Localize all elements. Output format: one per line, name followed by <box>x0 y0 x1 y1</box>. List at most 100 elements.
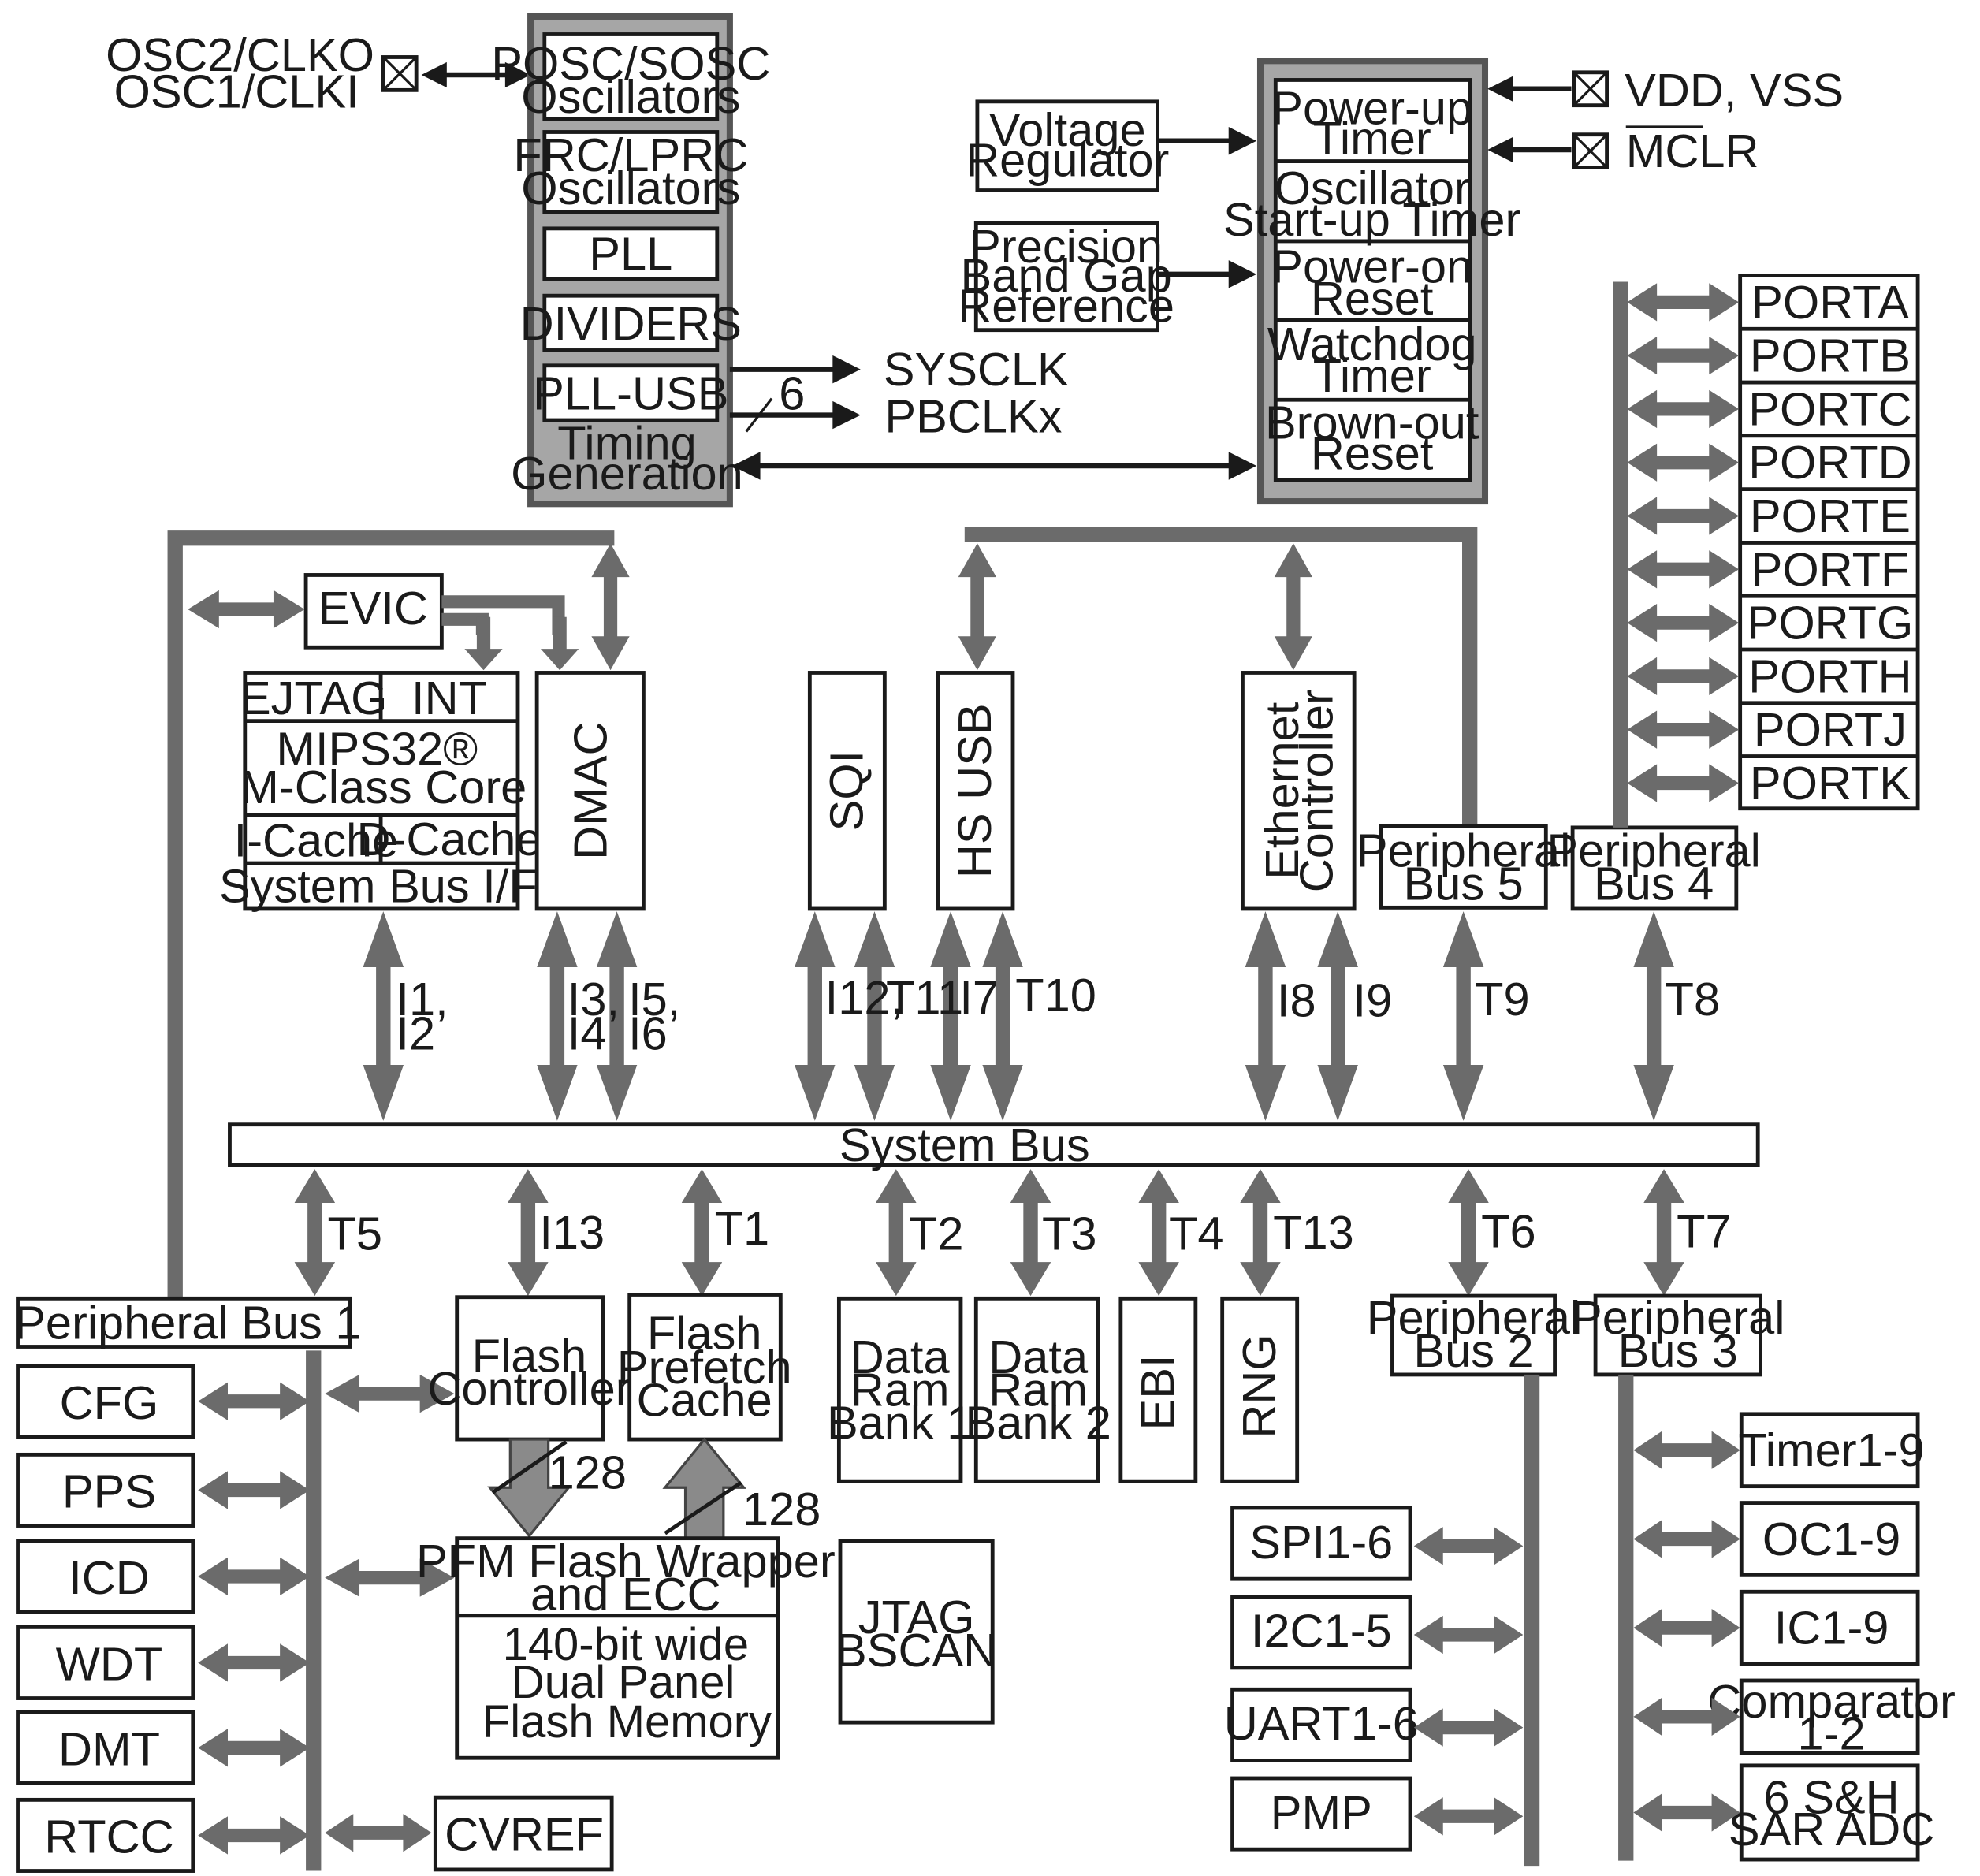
pb1-box-icd <box>16 1539 195 1614</box>
int-label: INT <box>411 672 487 724</box>
bus-arrow <box>1633 1793 1740 1832</box>
pb2-label-0: SPI1-6 <box>1249 1516 1393 1569</box>
t1-label: T1 <box>715 1202 770 1255</box>
ram2-label-2: Ram <box>988 1364 1088 1416</box>
evic-box <box>303 573 444 650</box>
peripheral-bus-3-label-2: Bus 3 <box>1618 1324 1738 1377</box>
pb3-label-0: Timer1-9 <box>1739 1424 1925 1476</box>
prefetch-label-2: Prefetch <box>617 1341 792 1394</box>
peripheral-bus-4-label: Peripheral <box>1546 824 1761 877</box>
i13-label: I13 <box>539 1206 605 1259</box>
pll-label: PLL <box>589 228 672 281</box>
i7-label: I7 <box>959 971 999 1024</box>
pll-usb-box <box>542 363 720 422</box>
pll-usb-label: PLL-USB <box>533 367 728 420</box>
por-label-2: Reset <box>1311 272 1434 325</box>
bus-arrow <box>1627 443 1740 482</box>
bus-arrow <box>1627 389 1740 429</box>
flash-controller-label-2: Controller <box>427 1362 631 1415</box>
bscan-label: BSCAN <box>836 1624 997 1677</box>
width-128-label-b: 128 <box>742 1483 821 1535</box>
dmac-label: DMAC <box>564 722 616 860</box>
voltage-regulator-box <box>975 99 1159 192</box>
t3-label: T3 <box>1042 1208 1097 1260</box>
i4-label: I4 <box>568 1007 607 1059</box>
peripheral-bus-5-box <box>1379 824 1548 910</box>
i6-label: I6 <box>628 1007 668 1059</box>
pb1-label-rtcc: RTCC <box>44 1811 173 1863</box>
i2-label: I2 <box>396 1007 435 1059</box>
width-128-label-a: 128 <box>549 1446 627 1498</box>
port-label-porta: PORTA <box>1751 276 1909 329</box>
pb3-box-4 <box>1739 1763 1920 1862</box>
jtag-bscan-box <box>838 1539 995 1725</box>
pb2-label-1: I2C1-5 <box>1251 1605 1392 1658</box>
pb2-box-2 <box>1230 1687 1412 1762</box>
peripheral-bus-2-label-2: Bus 2 <box>1413 1324 1533 1377</box>
jtag-label: JTAG <box>858 1591 975 1643</box>
pb1-box-wdt <box>16 1625 195 1700</box>
data-ram-bank-1-box <box>836 1296 963 1483</box>
bus-arrow <box>1627 497 1740 535</box>
pb3-box-0 <box>1739 1412 1920 1489</box>
wdt-reset-label-2: Timer <box>1313 349 1431 402</box>
voltage-regulator-label: Voltage <box>989 103 1146 156</box>
ram2-label-3: Bank 2 <box>965 1397 1111 1450</box>
port-label-portg: PORTG <box>1747 597 1914 650</box>
timing-generation-label-2: Generation <box>511 447 743 500</box>
t4-label: T4 <box>1169 1208 1224 1260</box>
hs-usb-label: HS USB <box>948 703 1001 878</box>
t9-label: T9 <box>1475 973 1530 1025</box>
posc-sosc-box <box>542 32 720 121</box>
slave-arrows <box>294 1169 1684 1297</box>
osc-bidir-arrow <box>421 61 531 88</box>
pin-osc1-label: OSC1/CLKI <box>114 65 359 117</box>
i5-label: I5, <box>628 973 680 1025</box>
peripheral-bus-4-box <box>1570 825 1739 911</box>
system-bus-if-label: System Bus I/F <box>219 859 538 912</box>
t7-label: T7 <box>1677 1204 1732 1257</box>
port-label-portj: PORTJ <box>1754 703 1907 756</box>
i8-label: I8 <box>1277 973 1316 1026</box>
pbclkx-label: PBCLKx <box>884 390 1062 443</box>
t11-label: T11 <box>886 971 963 1024</box>
bus-arrow <box>1413 1527 1524 1565</box>
peripheral-bus-3-label: Peripheral <box>1571 1291 1785 1344</box>
rng-box <box>1220 1296 1300 1483</box>
sysclk-label: SYSCLK <box>884 343 1069 396</box>
bus-arrow <box>1627 603 1740 642</box>
cvref-label: CVREF <box>445 1807 604 1860</box>
ethernet-label-2: Controller <box>1290 689 1342 892</box>
flash-memory-label-3: Flash Memory <box>482 1697 772 1748</box>
pb3-box-2 <box>1739 1589 1920 1666</box>
ost-label-2: Start-up Timer <box>1223 193 1520 246</box>
t10-label: T10 <box>1015 969 1096 1022</box>
bus-arrow <box>1627 550 1740 589</box>
pbclk-width-label: 6 <box>779 367 805 420</box>
bus-arrow <box>1627 336 1740 375</box>
pb2-box-0 <box>1230 1506 1412 1581</box>
port-label-portc: PORTC <box>1748 382 1911 435</box>
bus-arrow <box>1413 1708 1524 1747</box>
t8-label: T8 <box>1666 973 1721 1025</box>
power-up-timer-label-2: Timer <box>1313 112 1431 165</box>
sqi-label: SQI <box>821 750 873 832</box>
system-bus-label: System Bus <box>839 1119 1090 1171</box>
t13-label: T13 <box>1273 1206 1354 1259</box>
bus-arrow <box>1627 657 1740 696</box>
pb3-box-3 <box>1739 1678 1920 1755</box>
cvref-box <box>433 1795 614 1872</box>
bus-arrow <box>1633 1431 1740 1469</box>
por-label: Power-on <box>1271 240 1472 293</box>
flash-prefetch-cache-box <box>627 1293 783 1442</box>
mclr-label: MCLR <box>1626 125 1759 177</box>
pb3-label-1: OC1-9 <box>1762 1513 1900 1565</box>
flash-memory-label-1: 140-bit wide <box>503 1620 750 1670</box>
i12-label: I12, <box>825 971 903 1024</box>
pll-box <box>542 226 720 281</box>
bor-label: Brown-out <box>1265 396 1479 449</box>
bus-arrow <box>198 1557 310 1596</box>
bus-arrow <box>198 1643 310 1682</box>
bus-arrow <box>1413 1615 1524 1655</box>
